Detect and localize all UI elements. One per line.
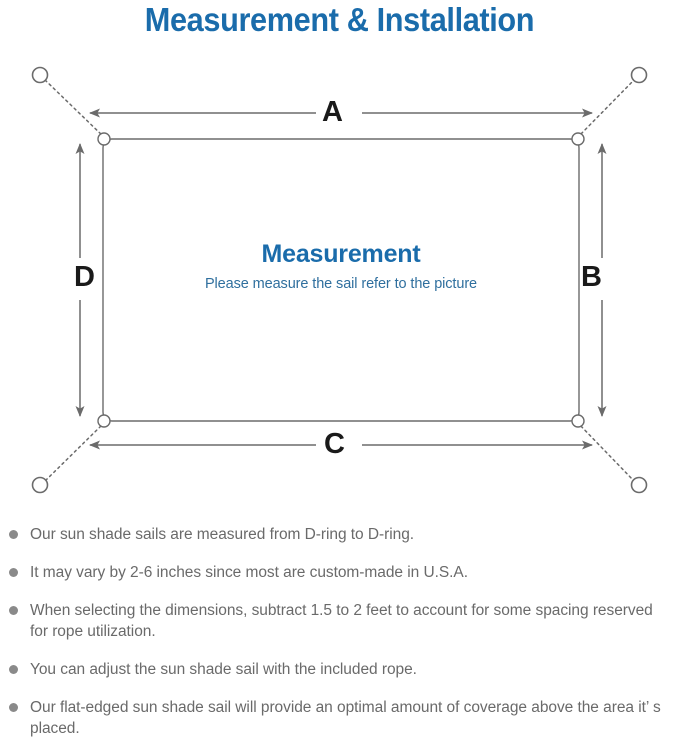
sail-measurement-diagram: A B C D Measurement Please measure the s… [0,48,679,520]
sail-center-caption: Measurement Please measure the sail refe… [103,238,579,295]
dimension-label-d: D [74,261,95,293]
rope-bottom-left [43,421,106,483]
list-item: Our flat-edged sun shade sail will provi… [0,697,679,739]
note-text: It may vary by 2-6 inches since most are… [30,564,468,581]
d-ring-top-left [97,132,111,146]
list-item: You can adjust the sun shade sail with t… [0,659,679,680]
bullet-icon [9,665,18,674]
center-caption-title: Measurement [261,240,421,268]
page-title: Measurement & Installation [144,1,535,38]
anchor-point-top-left [31,66,49,84]
note-text: When selecting the dimensions, subtract … [30,602,653,640]
list-item: Our sun shade sails are measured from D-… [0,524,679,545]
bullet-icon [9,703,18,712]
bullet-icon [9,568,18,577]
d-ring-top-right [571,132,585,146]
dimension-label-b: B [581,261,602,293]
list-item: It may vary by 2-6 inches since most are… [0,562,679,583]
rope-top-right [576,78,636,139]
bullet-icon [9,606,18,615]
center-caption-subtitle: Please measure the sail refer to the pic… [204,276,478,292]
dimension-label-c: C [324,428,345,460]
anchor-point-bottom-left [31,476,49,494]
bullet-icon [9,530,18,539]
note-text: You can adjust the sun shade sail with t… [30,661,417,678]
sail-rectangle [102,138,580,422]
rope-top-left [43,78,106,139]
note-text: Our sun shade sails are measured from D-… [30,526,415,543]
list-item: When selecting the dimensions, subtract … [0,600,679,642]
d-ring-bottom-right [571,414,585,428]
d-ring-bottom-left [97,414,111,428]
dimension-label-a: A [322,96,343,128]
note-text: Our flat-edged sun shade sail will provi… [30,699,661,737]
anchor-point-bottom-right [630,476,648,494]
diagram-svg [31,66,648,494]
notes-list: Our sun shade sails are measured from D-… [0,524,679,739]
rope-bottom-right [576,421,636,483]
anchor-point-top-right [630,66,648,84]
